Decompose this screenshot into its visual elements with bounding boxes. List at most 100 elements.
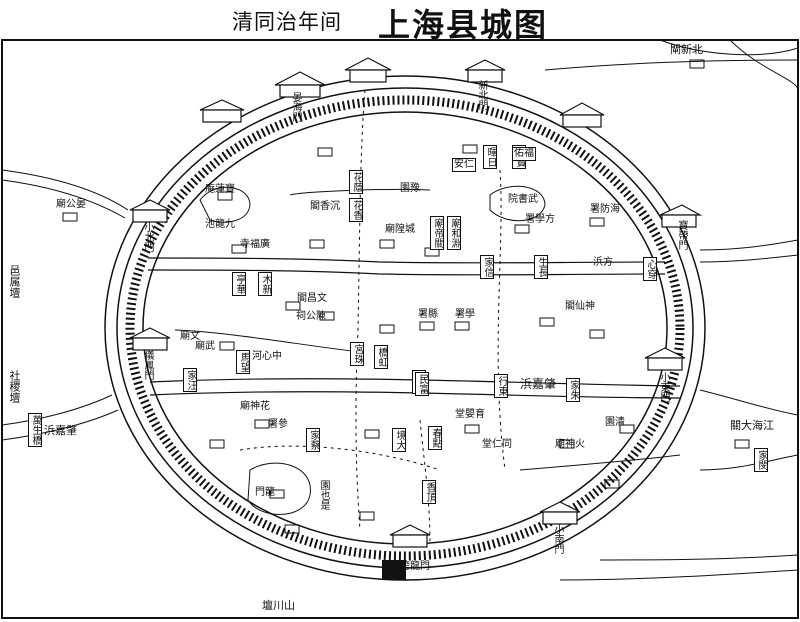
gate-label-xiaosouth: 小南門 (552, 524, 563, 554)
label-shanchuan-tan: 壇川山 (262, 599, 295, 612)
road-west-upper (1, 169, 129, 211)
pond-south-west (247, 462, 311, 515)
label-wumiao: 廟武 (195, 341, 215, 352)
pond-jiulong (199, 186, 251, 223)
label-chen-gongci: 祠公陳 (296, 311, 326, 322)
city-wall-inner (142, 111, 668, 545)
road-east-upper (699, 239, 799, 251)
gate-label-south: 跨龍門 (400, 561, 430, 572)
label-fangbang: 浜方 (593, 257, 613, 268)
label-tongren-tang: 堂仁同 (482, 439, 512, 450)
label-hongqiao: 橋虹 (374, 345, 388, 369)
map-subtitle: 清同治年间 (232, 10, 342, 34)
label-shenxian-ge: 閣仙神 (565, 301, 595, 312)
city-wall-crenellation (125, 95, 685, 561)
label-wenmiao: 廟文 (180, 331, 200, 342)
label-wangjia: 家汪 (183, 368, 197, 392)
street-north-small (289, 188, 431, 196)
label-xueshu: 署學 (455, 309, 475, 320)
label-fuyou: 佑福 (512, 147, 536, 161)
label-dianchun: 春點 (428, 426, 442, 450)
label-xinjia: 家信 (480, 255, 494, 279)
road-north-east (544, 59, 799, 71)
label-wenchang-ge: 閣昌文 (297, 293, 327, 304)
label-changsheng: 生長 (534, 255, 548, 279)
gate-towers (129, 57, 703, 548)
label-yuanhe-miao: 廟和淵 (447, 216, 461, 250)
label-yinhua: 花蔭 (349, 170, 363, 194)
gate-label-west: 儀鳳門 (142, 350, 153, 380)
label-zhugong: 宮珠 (350, 342, 364, 366)
road-west-lower-b (1, 409, 119, 441)
label-qinghe-yuan: 園清 (605, 417, 625, 428)
label-caijia: 家蔡 (306, 428, 320, 452)
label-baolian-an: 庵蓮寶 (205, 184, 235, 195)
label-wuxue: 院書武 (508, 194, 538, 205)
street-central-ns (355, 89, 366, 531)
street-east-ns (497, 169, 506, 471)
label-zhabei: 閘新北 (670, 43, 703, 56)
map-frame (1, 39, 799, 619)
road-west-upper-b (1, 179, 126, 219)
label-huoshen-miao: 廟神火 (555, 439, 585, 450)
label-canjiang-shu: 署參 (268, 419, 288, 430)
outer-moat (104, 75, 706, 581)
gate-label-xinbei: 新北門 (476, 80, 487, 110)
gate-label-north: 晏海門 (290, 92, 301, 122)
building-marks (62, 59, 750, 534)
gate-label-xiaoeast: 小東門 (658, 372, 669, 402)
label-yuying-tang: 堂嬰育 (455, 409, 485, 420)
south-gate-block (382, 560, 406, 580)
label-minjia: 家閔 (754, 448, 768, 472)
label-jiulong-chi: 池龍九 (205, 219, 235, 230)
label-wangma: 馬望 (236, 350, 250, 374)
label-huating: 亭華 (232, 272, 246, 296)
label-zhujia: 家朱 (566, 378, 580, 402)
road-east-upper-b (699, 254, 799, 263)
street-fangbang-north (147, 257, 666, 264)
label-yaogong-miao: 廟公晏 (56, 199, 86, 210)
label-dingxiang: 香頂 (422, 480, 436, 504)
label-chenghuang-miao: 廟隍城 (385, 224, 415, 235)
label-zhaojiabang-inner: 浜嘉肇 (520, 377, 557, 391)
label-dajing: 境大 (392, 428, 406, 452)
street-se (519, 454, 681, 471)
label-jianghai-guan: 關大海江 (730, 419, 774, 432)
label-renan: 安仁 (452, 158, 476, 172)
label-longmen: 門龍 (255, 487, 275, 498)
road-east-lower (699, 389, 799, 416)
label-sheji-tan: 社稷壇 (8, 370, 21, 403)
map-title: 上海县城图 (378, 6, 549, 44)
pond-east (489, 185, 546, 222)
street-fangbang-south (147, 269, 666, 276)
label-haifang: 署防海 (590, 204, 620, 215)
label-yili-tan: 邑属壇 (8, 265, 21, 298)
road-west-lower (1, 394, 113, 426)
label-fumin: 民富 (415, 372, 429, 396)
street-sw-ew (239, 445, 441, 471)
label-xuefang: 署學方 (525, 214, 555, 225)
label-chenxiang-ge: 閣香沉 (310, 201, 340, 212)
label-guandi-miao: 廟帝關 (430, 216, 444, 250)
label-yuyuan: 園豫 (400, 183, 420, 194)
label-chuanxin: 心穿 (643, 257, 657, 281)
label-xianghua: 花香 (349, 198, 363, 222)
road-east-south (699, 454, 799, 471)
river-bank-top (659, 39, 799, 56)
label-zhong-xinhe: 河心中 (252, 351, 282, 362)
river-bank-right (729, 39, 799, 91)
label-guangfu-si: 寺福廣 (240, 239, 270, 250)
label-wanshengqiao: 萬生橋 (28, 413, 42, 447)
label-huashen-miao: 廟神花 (240, 401, 270, 412)
label-dongxing: 行東 (494, 374, 508, 398)
label-rihui: 暉日 (483, 145, 497, 169)
label-zhaojiabang-west: 浜嘉肇 (44, 424, 77, 437)
label-yeshi-yuan: 園也是 (318, 480, 329, 510)
street-middle-canal (174, 329, 361, 353)
gate-label-xiaonorth: 小北門 (142, 222, 153, 252)
road-south-east-b (559, 569, 799, 581)
label-xinmu: 木新 (258, 272, 272, 296)
gate-label-east: 寶帶門 (676, 220, 687, 250)
city-wall-outer (116, 87, 694, 569)
